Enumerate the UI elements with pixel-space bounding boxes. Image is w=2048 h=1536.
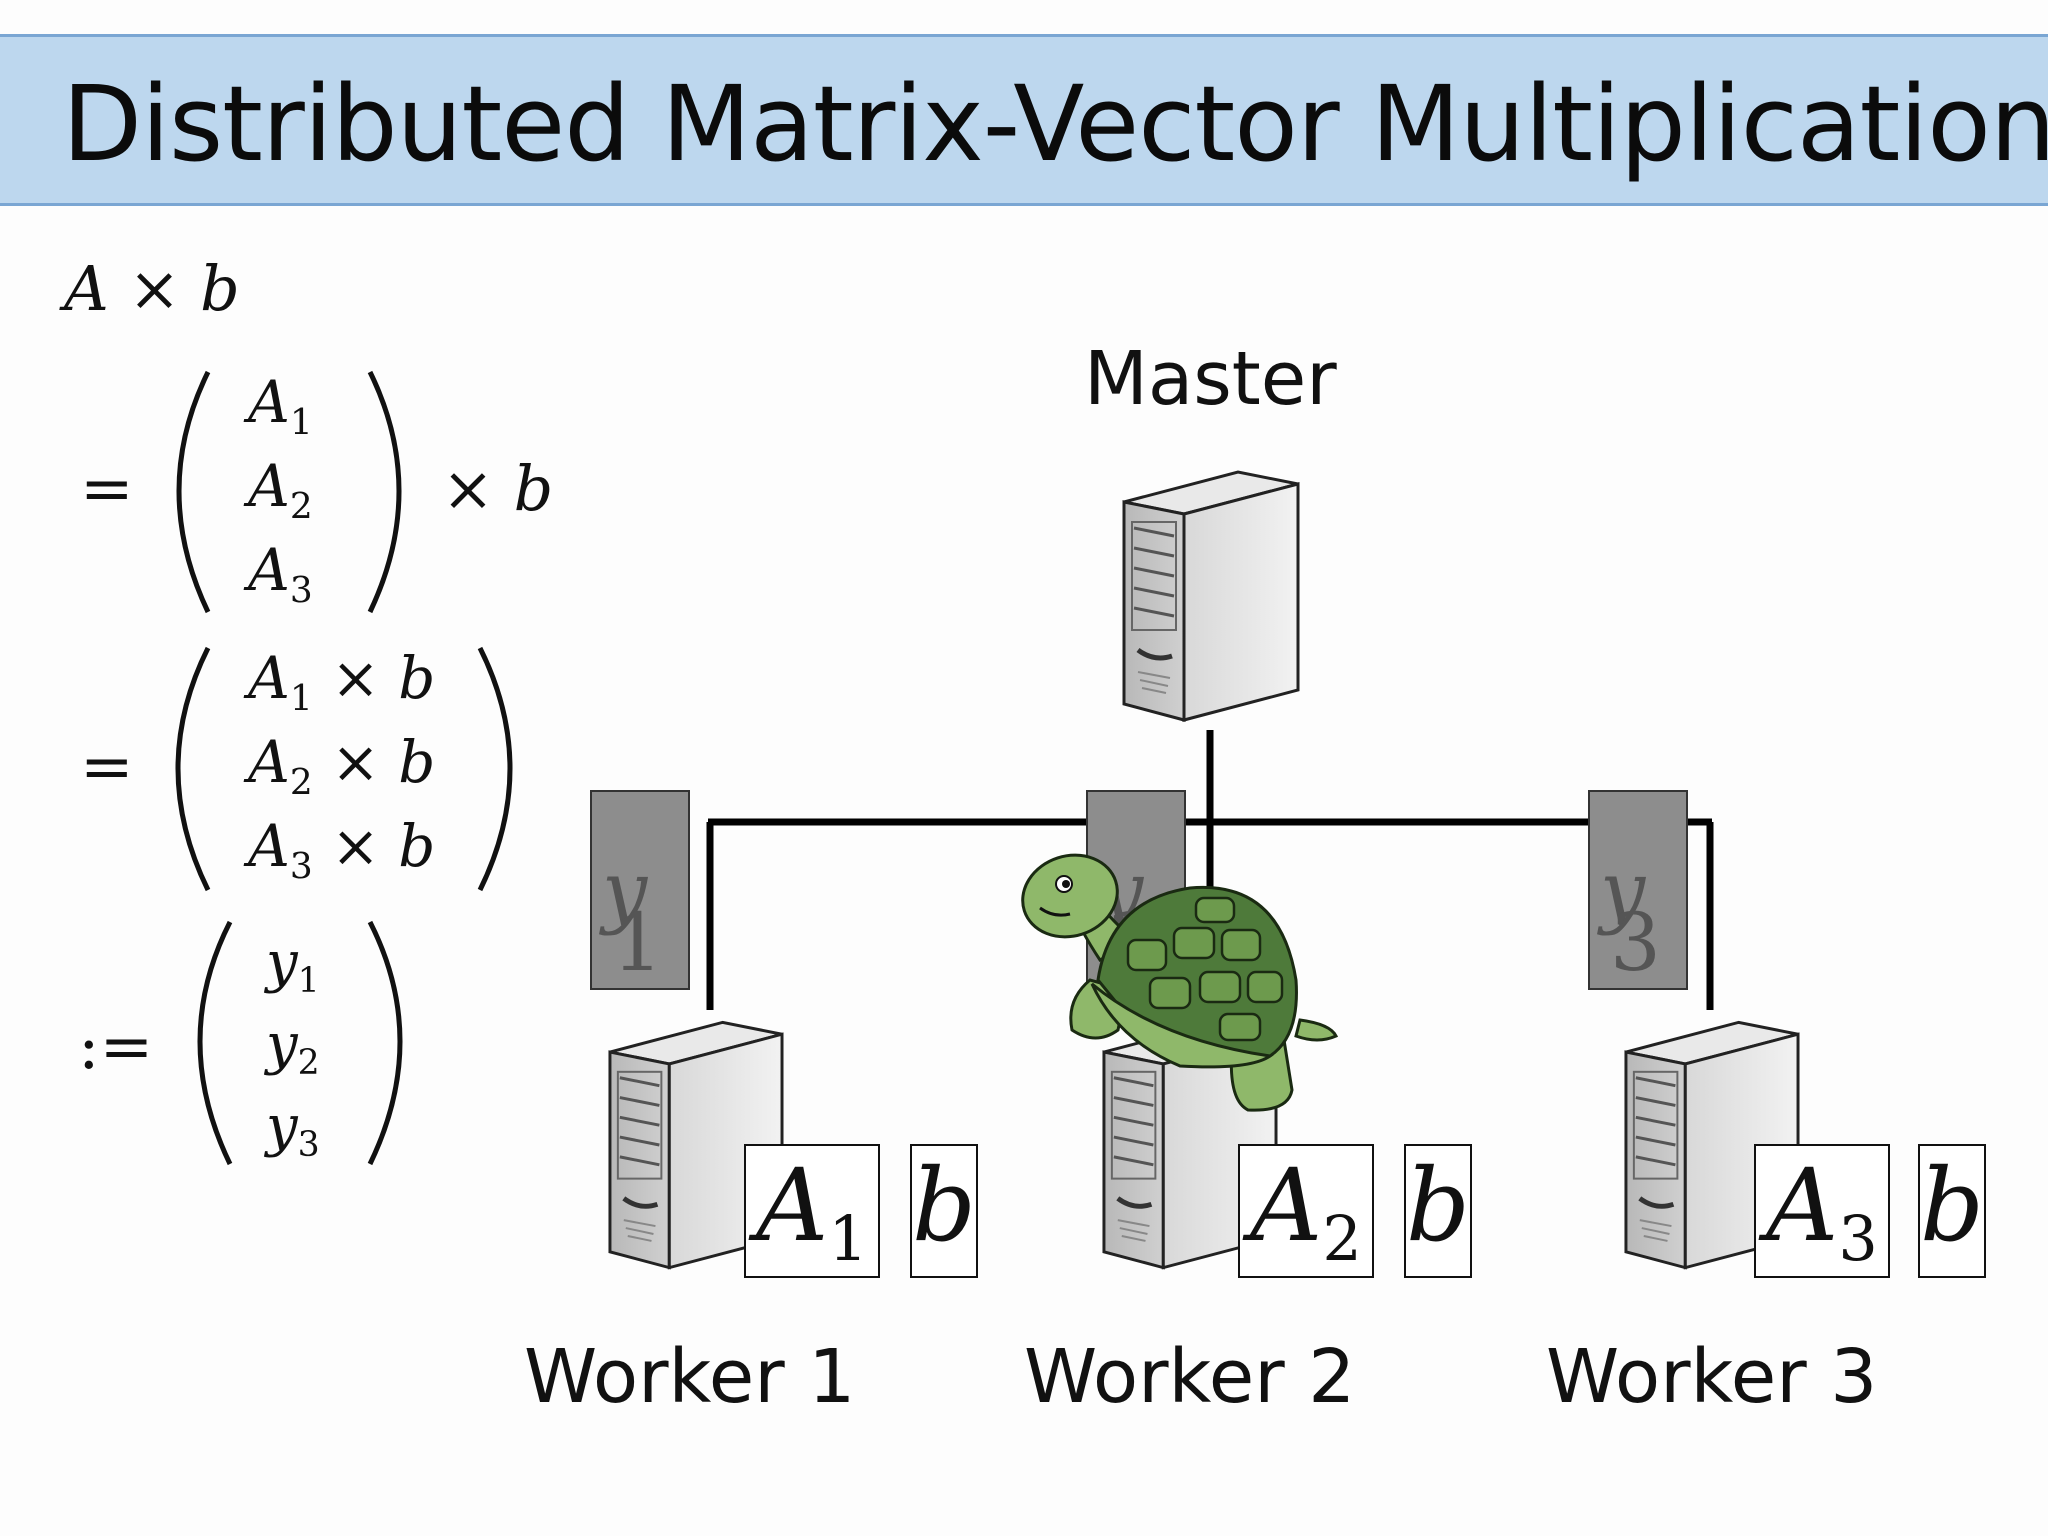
slide-title: Distributed Matrix-Vector Multiplication [62,63,2048,185]
network-lines [706,730,1714,1010]
equation-lhs: A × b [64,252,240,325]
step3-row-3: y3 [266,1094,320,1166]
worker-1-label: Worker 1 [524,1334,856,1420]
var-b: b [513,452,554,525]
worker-2-label: Worker 2 [1024,1334,1356,1420]
step1-row-2: A2 [248,452,313,527]
title-bar: Distributed Matrix-Vector Multiplication [0,34,2048,206]
step2-row-1: A1 × b [248,644,436,719]
times-symbol: × [442,452,494,525]
worker-2-block-box: A2 [1238,1144,1374,1278]
step1-row-3: A3 [248,536,313,611]
worker-1-block-box: A1 [744,1144,880,1278]
step3-row-2: y2 [266,1012,320,1084]
master-label: Master [1084,336,1337,422]
worker-3-block-box: A3 [1754,1144,1890,1278]
times-symbol: × [128,252,181,325]
equals-sign-1: = [80,452,134,526]
equals-sign-2: = [80,730,134,804]
worker-1-vector-box: b [910,1144,978,1278]
step3-row-1: y1 [266,930,320,1002]
step1-row-1: A1 [248,368,313,443]
matrix-row-A1: A1 [248,368,313,443]
worker-2-vector-box: b [1404,1144,1472,1278]
worker-3-vector-box: b [1918,1144,1986,1278]
step1-rhs: × b [442,452,553,525]
define-sign: := [78,1010,154,1084]
parentheses [175,370,513,1166]
var-A: A [64,252,109,325]
step2-row-2: A2 × b [248,728,436,803]
step2-row-3: A3 × b [248,812,436,887]
worker-3-label: Worker 3 [1546,1334,1878,1420]
var-b: b [200,252,240,325]
